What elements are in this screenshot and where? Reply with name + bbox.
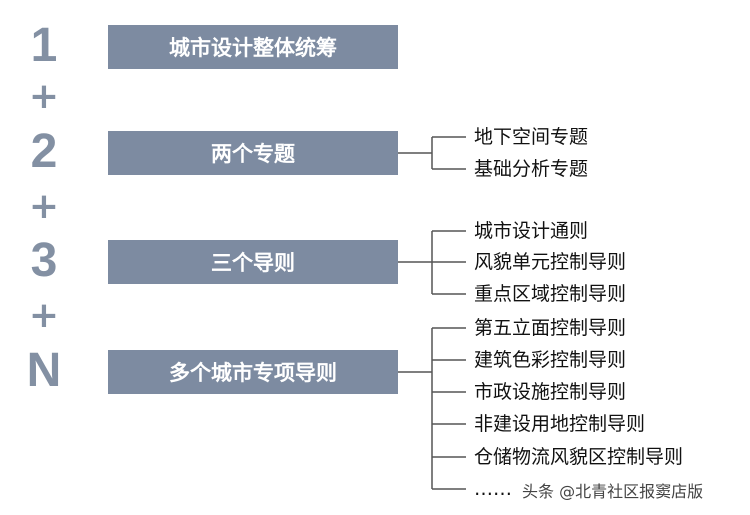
plus-sign: + — [28, 295, 60, 336]
list-item: 市政设施控制导则 — [474, 381, 627, 403]
list-item: 建筑色彩控制导则 — [474, 349, 627, 371]
step-number-2: 2 — [30, 125, 58, 178]
list-item: 重点区域控制导则 — [474, 283, 627, 305]
list-item: 地下空间专题 — [474, 126, 589, 148]
bracket-guidelines — [398, 230, 466, 295]
list-item: 风貌单元控制导则 — [474, 251, 627, 273]
list-item: 城市设计通则 — [474, 220, 589, 242]
step-box-topics: 两个专题 — [108, 131, 398, 175]
plus-sign: + — [28, 76, 60, 117]
list-item-ellipsis: …… — [474, 478, 512, 500]
step-box-special-guidelines: 多个城市专项导则 — [108, 350, 398, 394]
step-number-n: N — [26, 344, 62, 397]
step-box-guidelines: 三个导则 — [108, 240, 398, 284]
list-item: 非建设用地控制导则 — [474, 413, 646, 435]
list-item: 基础分析专题 — [474, 158, 589, 180]
watermark: 头条 @北青社区报窦店版 — [522, 482, 704, 501]
step-number-3: 3 — [30, 234, 58, 287]
list-item: 仓储物流风貌区控制导则 — [474, 446, 684, 468]
bracket-topics — [398, 136, 466, 170]
bracket-special-guidelines — [398, 327, 466, 490]
step-number-1: 1 — [30, 19, 58, 72]
list-item: 第五立面控制导则 — [474, 317, 627, 339]
plus-sign: + — [28, 186, 60, 227]
step-box-overall: 城市设计整体统筹 — [108, 25, 398, 69]
